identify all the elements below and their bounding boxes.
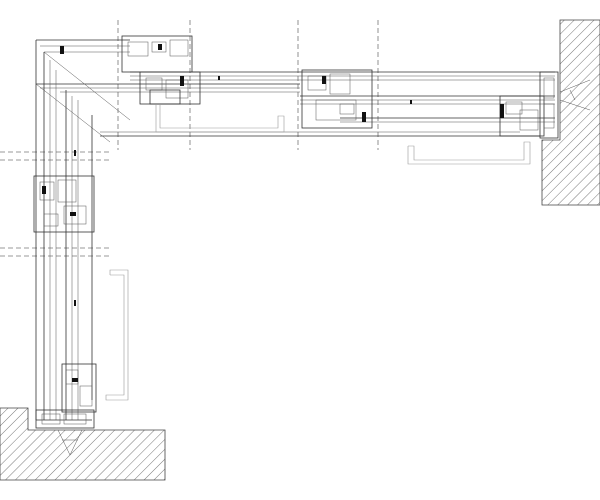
handle-left — [105, 269, 129, 401]
wall-hatch-top-right — [541, 19, 600, 206]
profile-cluster-left-middle — [33, 175, 95, 233]
handle-top-right — [407, 141, 531, 165]
profile-cluster-top-middle — [301, 69, 373, 129]
handle-top-middle — [155, 104, 285, 133]
profile-cluster-right — [499, 71, 591, 139]
gasket-marks — [74, 76, 412, 306]
left-frame-run — [36, 52, 93, 421]
top-frame-run — [35, 39, 555, 420]
dashed-reference-lines — [0, 20, 379, 257]
profile-cluster-top-left — [60, 35, 201, 105]
wall-hatch-bottom-left — [0, 407, 166, 481]
profile-cluster-bottom-left — [35, 363, 97, 456]
